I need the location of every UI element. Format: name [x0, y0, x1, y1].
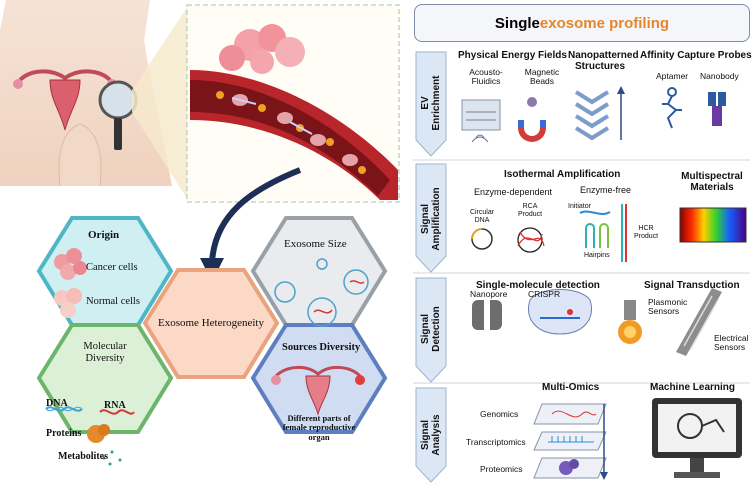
- acoustofluidics-label: Acousto-Fluidics: [469, 67, 503, 87]
- nanobody-icon: [708, 92, 726, 126]
- body-silhouette-icon: [0, 0, 172, 187]
- figure-title-part2: exosome profiling: [539, 14, 670, 32]
- hcr-product-icon: [621, 204, 627, 262]
- proteins-label: Proteins: [46, 428, 82, 439]
- origin-title: Origin: [88, 229, 120, 241]
- multi-omics-title: Multi-Omics: [542, 382, 600, 393]
- figure-title-part1: Single: [494, 14, 540, 32]
- hairpins-icon: [585, 223, 609, 248]
- aptamer-label: Aptamer: [656, 71, 689, 81]
- enzyme-dependent-label: Enzyme-dependent: [474, 187, 553, 197]
- crispr-label: CRISPR: [528, 289, 561, 299]
- acoustofluidics-icon: [461, 99, 501, 143]
- stage-arrows: [415, 51, 447, 483]
- electrical-sensor-icon: [676, 288, 722, 356]
- up-arrow-icon: [617, 86, 625, 140]
- circular-dna-icon: [471, 228, 493, 250]
- nanopattern-icon: [574, 90, 610, 141]
- transcriptomics-label: Transcriptomics: [466, 437, 526, 447]
- genomics-label: Genomics: [480, 409, 519, 419]
- proteomics-label: Proteomics: [480, 464, 523, 474]
- hairpins-label: Hairpins: [584, 252, 610, 259]
- rca-product-icon: [517, 227, 545, 253]
- machine-learning-title: Machine Learning: [650, 382, 736, 393]
- proteomics-icon: [533, 457, 607, 479]
- machine-learning-monitor-icon: [652, 398, 742, 478]
- down-arrow-icon: [600, 404, 608, 480]
- physical-energy-title: Physical Energy Fields: [458, 50, 567, 61]
- sources-diversity-title: Sources Diversity: [282, 342, 361, 353]
- crispr-icon: [528, 289, 592, 335]
- metabolites-label: Metabolites: [58, 451, 108, 462]
- reproductive-organ-icon: [271, 366, 365, 416]
- hexagon-center: [142, 268, 280, 379]
- rna-icon: [99, 409, 135, 415]
- figure-title: Single exosome profiling: [414, 4, 750, 42]
- single-molecule-title: Single-molecule detection: [476, 280, 600, 291]
- initiator-icon: [579, 210, 611, 215]
- zoom-projection: [132, 6, 188, 200]
- exosome-heterogeneity-label: Exosome Heterogeneity: [158, 317, 264, 329]
- blood-vessel-panel: [186, 4, 400, 203]
- cancer-cells-icon: [54, 248, 87, 280]
- normal-cells-label: Normal cells: [86, 296, 140, 307]
- affinity-capture-title: Affinity Capture Probes: [640, 50, 752, 61]
- magnetic-beads-icon: [518, 97, 546, 142]
- exosome-size-title: Exosome Size: [284, 238, 347, 250]
- transcriptomics-icon: [533, 431, 607, 451]
- nanopore-icon: [472, 300, 502, 330]
- dna-icon: [45, 406, 83, 412]
- normal-cells-icon: [54, 288, 82, 318]
- isothermal-amplification-title: Isothermal Amplification: [504, 169, 621, 180]
- rna-label: RNA: [104, 400, 126, 411]
- hexagon-size: [250, 216, 388, 327]
- multispectral-material-swatch: [679, 207, 747, 243]
- plasmonic-sensor-icon: [618, 300, 642, 344]
- nanopore-label: Nanopore: [470, 289, 508, 299]
- signal-transduction-title: Signal Transduction: [644, 280, 740, 291]
- genomics-icon: [533, 403, 607, 425]
- cancer-cells-label: Cancer cells: [86, 262, 138, 273]
- protein-icon: [87, 424, 110, 443]
- initiator-label: Initiator: [568, 203, 591, 210]
- tumor-cluster-icon: [219, 24, 305, 74]
- aptamer-icon: [662, 87, 682, 129]
- metabolites-icon: [102, 450, 122, 466]
- exosome-size-icon: [274, 258, 369, 327]
- dna-label: DNA: [46, 398, 68, 409]
- enzyme-free-label: Enzyme-free: [580, 185, 632, 195]
- hexagon-molecular: [36, 323, 174, 434]
- flow-arrow: [209, 167, 302, 263]
- nanobody-label: Nanobody: [700, 71, 739, 81]
